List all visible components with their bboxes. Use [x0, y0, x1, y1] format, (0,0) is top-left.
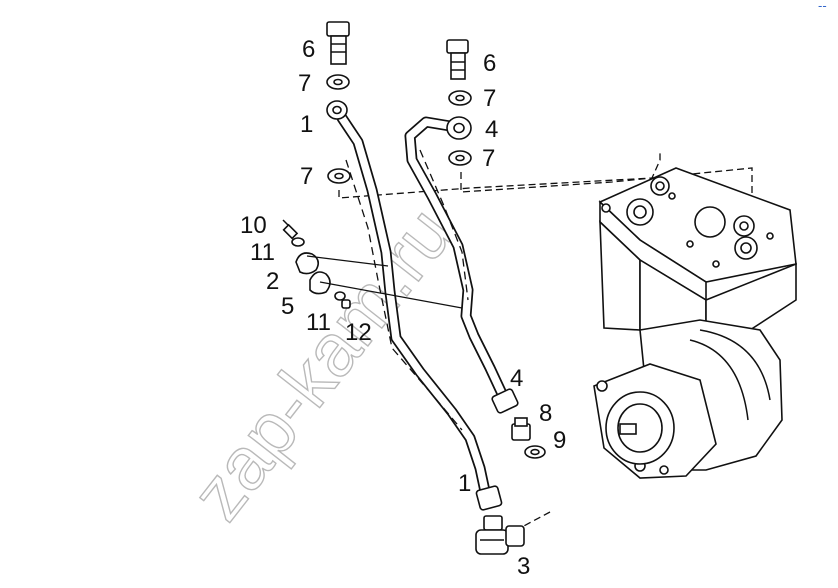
pipe-nut-4-lower [491, 388, 519, 414]
washer-7-left-bottom [327, 168, 351, 184]
elbow-fitting-3 [475, 515, 525, 555]
air-compressor [593, 167, 797, 479]
washer-9 [524, 445, 546, 459]
callout-1-top: 1 [300, 111, 313, 138]
callout-11-upper: 11 [250, 239, 275, 266]
callout-5: 5 [281, 293, 294, 320]
callout-9: 9 [553, 427, 566, 454]
fitting-8 [511, 417, 531, 441]
callout-4-lower: 4 [510, 365, 523, 392]
callout-7-right-top: 7 [483, 85, 496, 112]
pipe-nut-1-lower [475, 485, 503, 511]
washer-7-left-top [326, 74, 350, 90]
watermark: zap-kam.ru [175, 192, 468, 535]
bolt-6-right [446, 39, 469, 80]
callout-1-lower: 1 [458, 470, 471, 497]
callout-6-right: 6 [483, 50, 496, 77]
callout-7-left-top: 7 [298, 70, 311, 97]
banjo-eye-right [446, 116, 472, 140]
callout-12: 12 [345, 319, 372, 346]
banjo-eye-left [326, 100, 348, 120]
callout-8: 8 [539, 400, 552, 427]
callout-10: 10 [240, 212, 267, 239]
corner-mark: -- [818, 0, 827, 13]
callout-4-top: 4 [485, 116, 498, 143]
callout-7-left-bottom: 7 [300, 163, 313, 190]
callout-labels: 6 7 1 7 6 7 4 7 10 11 2 5 11 12 4 8 9 1 … [240, 36, 566, 580]
callout-7-right-bottom: 7 [482, 145, 495, 172]
assembly-dashed-lines [338, 153, 753, 529]
pipe-1-long [336, 112, 492, 502]
callout-3: 3 [517, 553, 530, 580]
washer-7-right-top [448, 90, 472, 106]
callout-6-left: 6 [302, 36, 315, 63]
pipe-4 [404, 116, 510, 404]
callout-2: 2 [266, 268, 279, 295]
leader-lines [306, 255, 463, 309]
clamp-assembly [282, 219, 351, 309]
callout-11-lower: 11 [306, 309, 331, 336]
bolt-6-left [326, 21, 350, 65]
washer-7-right-bottom [448, 150, 472, 166]
